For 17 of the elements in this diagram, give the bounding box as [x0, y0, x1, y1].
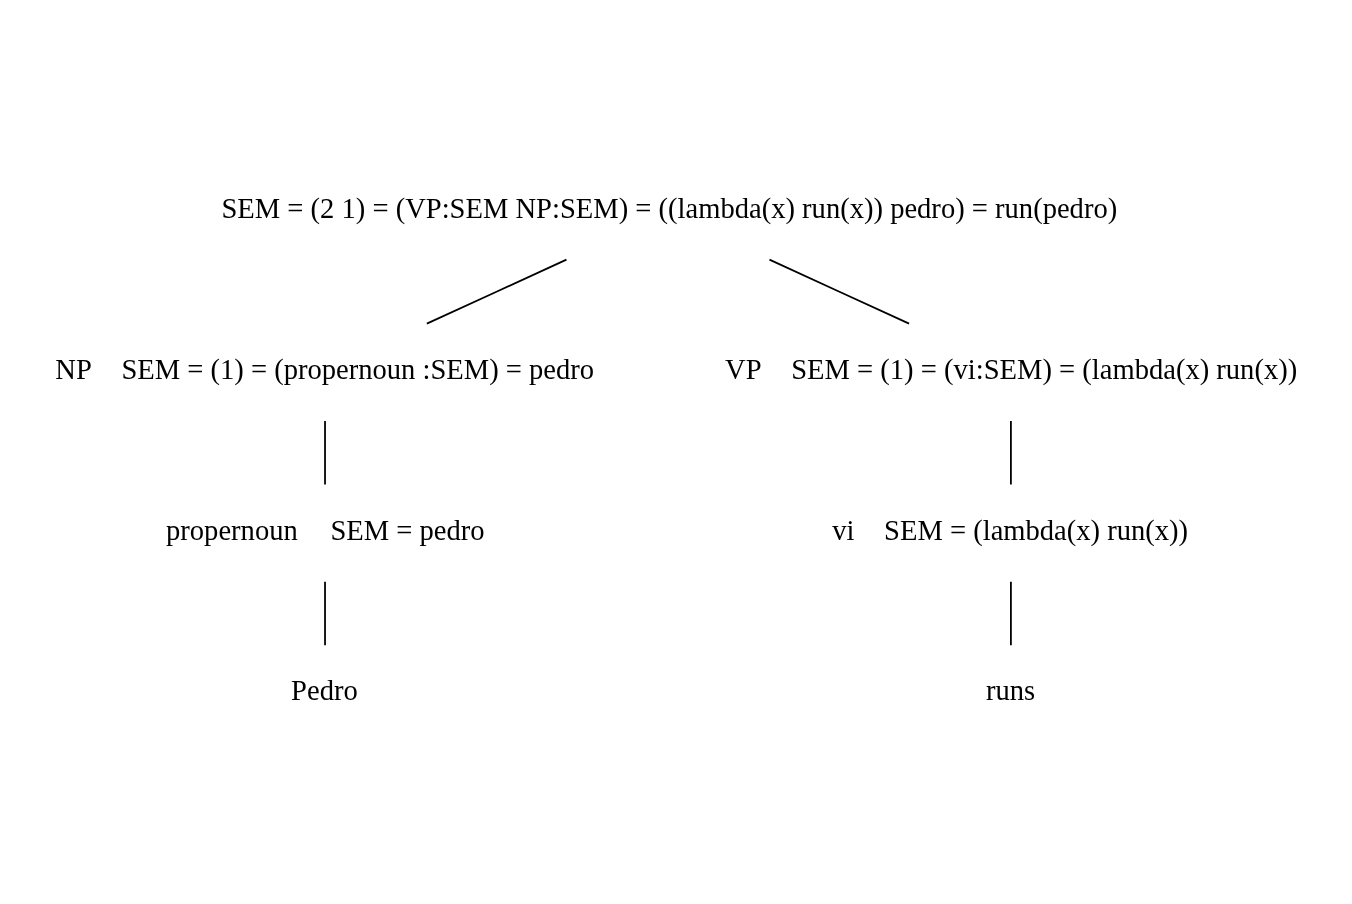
- node-text: vi: [832, 514, 855, 546]
- node-text: runs: [985, 674, 1036, 706]
- connector: [425, 258, 568, 325]
- node-label: SEM = (lambda(x) run(x)): [884, 514, 1189, 546]
- node-label: SEM = (1) = (vi:SEM) = (lambda(x) run(x)): [791, 353, 1298, 385]
- connector: [1010, 419, 1012, 485]
- node-text: SEM = (2 1) = (VP:SEM NP:SEM) = ((lambda(x) run(x)) pedro) = run(pedro): [221, 192, 1118, 224]
- node-label: SEM = (1) = (propernoun :SEM) = pedro: [121, 353, 595, 385]
- node-text: Pedro: [291, 674, 358, 706]
- node-text: NP: [55, 353, 92, 385]
- connector: [768, 258, 910, 325]
- node-text: VP: [725, 353, 762, 385]
- connector: [1010, 580, 1012, 646]
- node-label: SEM = pedro: [330, 514, 485, 546]
- connector: [324, 419, 326, 485]
- connector: [324, 580, 326, 646]
- node-text: propernoun: [166, 514, 298, 546]
